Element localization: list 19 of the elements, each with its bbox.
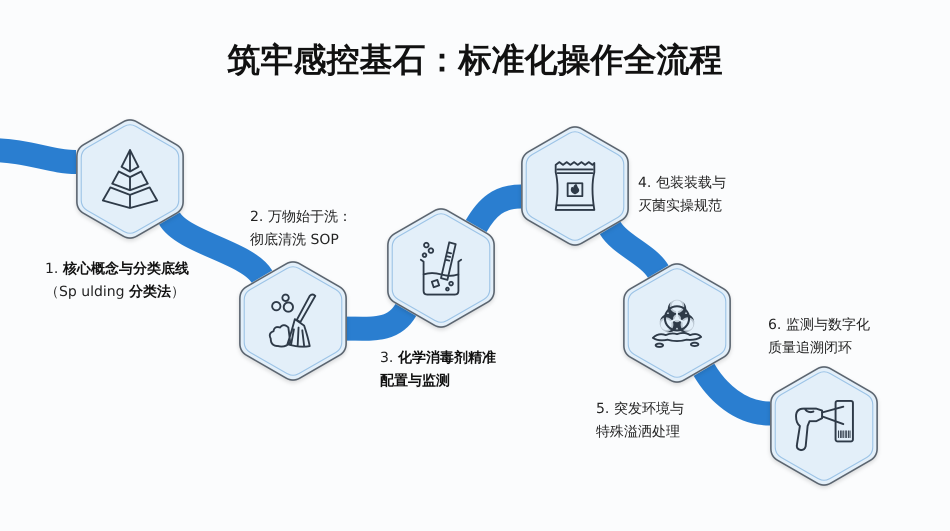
flow-band — [466, 184, 522, 232]
hexagon-node — [387, 206, 495, 330]
flow-band — [600, 221, 668, 278]
hexagon-node — [239, 259, 347, 383]
step-label: 2. 万物始于洗：彻底清洗 SOP — [250, 208, 353, 250]
hexagon-node — [521, 124, 629, 248]
hexagon-node — [76, 117, 184, 241]
hexagon-node — [770, 364, 878, 488]
step-label: 5. 突发环境与特殊溢洒处理 — [596, 400, 685, 442]
hexagon-node — [623, 261, 731, 385]
flow-band — [694, 363, 771, 426]
flow-band — [346, 303, 416, 341]
step-label: 6. 监测与数字化质量追溯闭环 — [768, 316, 871, 358]
step-label: 4. 包装装载与灭菌实操规范 — [638, 174, 727, 216]
step-label: 3. 化学消毒剂精准配置与监测 — [380, 349, 497, 392]
step-label: 1. 核心概念与分类底线（Sp ulding 分类法） — [45, 260, 190, 302]
flow-band — [0, 138, 76, 174]
diagram-title: 筑牢感控基石：标准化操作全流程 — [228, 40, 722, 80]
flow-band — [160, 211, 272, 284]
